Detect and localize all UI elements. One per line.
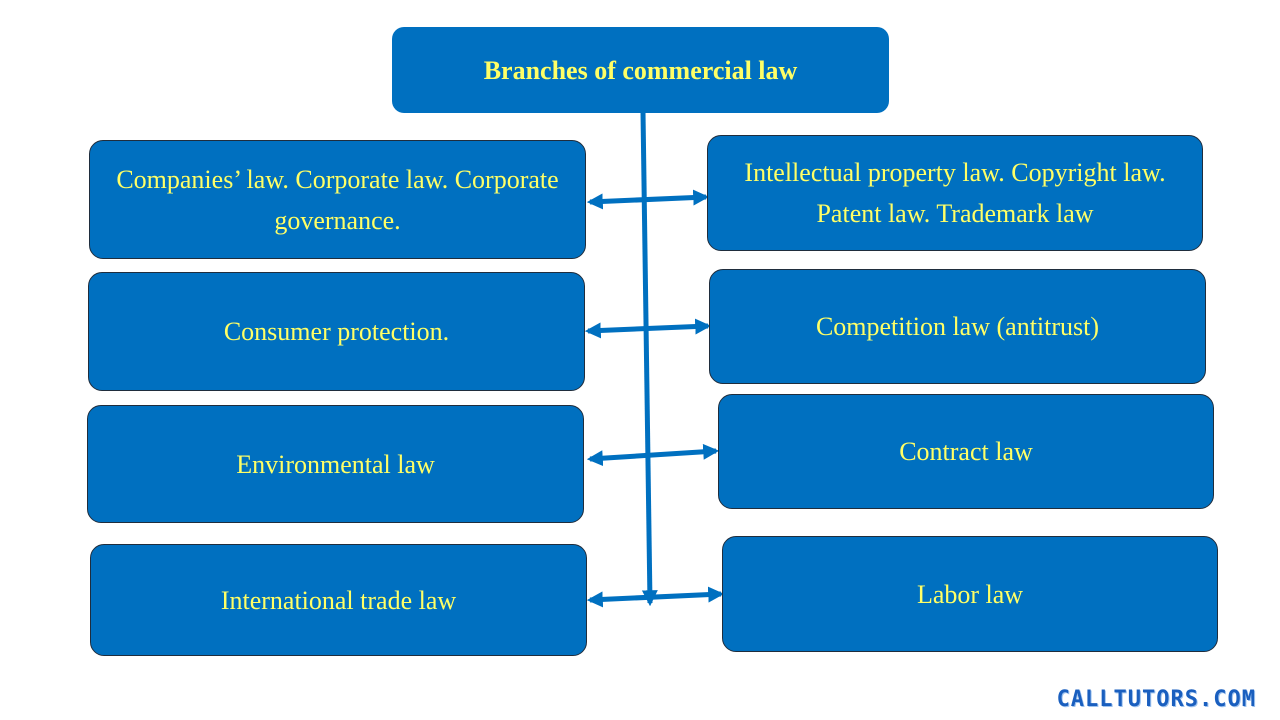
title-box: Branches of commercial law xyxy=(392,27,889,113)
branch-box-companies-law: Companies’ law. Corporate law. Corporate… xyxy=(89,140,586,259)
diagram-title: Branches of commercial law xyxy=(483,55,798,85)
branch-label: Competition law (antitrust) xyxy=(815,312,1100,341)
branch-box-consumer-protection: Consumer protection. xyxy=(88,272,585,391)
branch-label: Labor law xyxy=(916,579,1024,609)
vertical-trunk-arrow xyxy=(640,111,658,607)
branch-label: Contract law xyxy=(899,437,1033,466)
branch-box-labor-law: Labor law xyxy=(722,536,1218,652)
branch-box-intellectual-property-law: Intellectual property law. Copyright law… xyxy=(707,135,1203,251)
connector-row-2 xyxy=(584,318,712,339)
calltutors-watermark: CALLTUTORS.COM xyxy=(1056,687,1256,712)
connector-row-4 xyxy=(586,586,725,608)
branch-label: Companies’ law. Corporate law. Corporate… xyxy=(116,164,559,235)
branch-label: Environmental law xyxy=(236,449,435,479)
branch-box-environmental-law: Environmental law xyxy=(87,405,584,523)
branch-label: Intellectual property law. Copyright law… xyxy=(744,158,1166,228)
connector-row-3 xyxy=(586,443,720,467)
branch-box-contract-law: Contract law xyxy=(718,394,1214,509)
branch-label: Consumer protection. xyxy=(223,317,450,346)
connector-row-1 xyxy=(586,189,710,210)
branch-box-competition-law: Competition law (antitrust) xyxy=(709,269,1206,384)
branch-label: International trade law xyxy=(220,585,457,615)
branch-box-international-trade-law: International trade law xyxy=(90,544,587,656)
